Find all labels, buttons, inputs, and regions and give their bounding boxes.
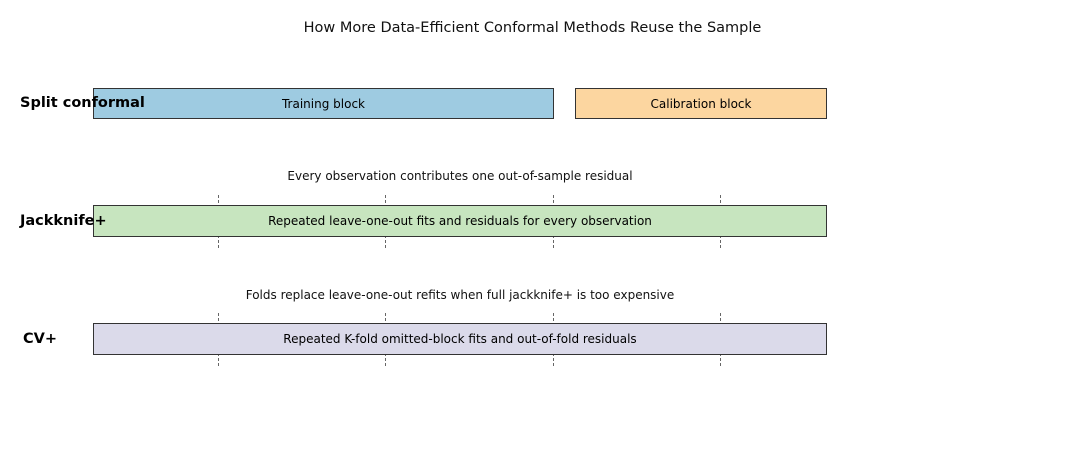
cv-block-label: Repeated K-fold omitted-block fits and o… [283,332,637,346]
figure-title: How More Data-Efficient Conformal Method… [303,20,762,36]
training-block: Training block [93,88,554,119]
jackknife-block: Repeated leave-one-out fits and residual… [93,205,827,237]
jackknife-annotation: Every observation contributes one out-of… [287,169,633,183]
row-label-jackknife: Jackknife+ [20,213,107,229]
cv-annotation: Folds replace leave-one-out refits when … [245,288,675,302]
calibration-block-label: Calibration block [650,96,752,111]
jackknife-block-label: Repeated leave-one-out fits and residual… [268,214,652,228]
row-label-split-conformal: Split conformal [20,95,145,111]
cv-block: Repeated K-fold omitted-block fits and o… [93,323,827,355]
training-block-label: Training block [281,96,365,111]
row-label-cv: CV+ [23,331,58,347]
calibration-block: Calibration block [575,88,827,119]
